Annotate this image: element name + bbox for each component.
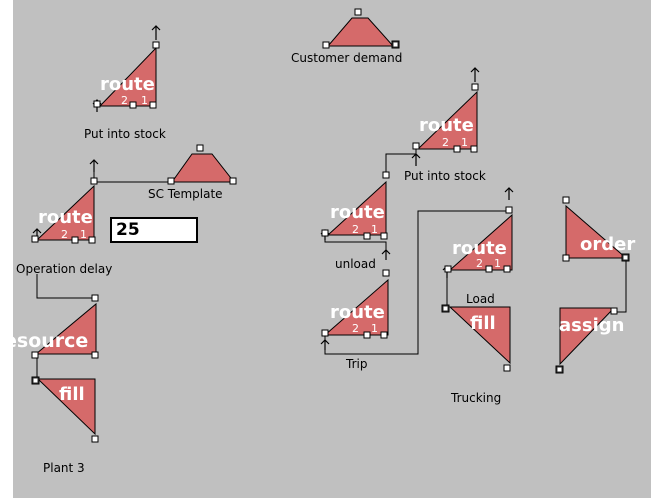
route-port-1: 1 (371, 223, 378, 236)
route-label: route (330, 302, 385, 323)
caption-trip: Trip (345, 357, 367, 371)
diagram-background (13, 0, 651, 498)
connector-resource-delay (36, 274, 93, 299)
route-port-1: 1 (141, 94, 148, 107)
arrow-up-icon (89, 159, 99, 172)
order-label: order (580, 234, 635, 255)
fill-block-truck[interactable]: fill (441, 304, 511, 372)
resource-block[interactable]: esource (4, 294, 99, 359)
route-label: route (330, 202, 385, 223)
caption-put-into-stock-left: Put into stock (84, 127, 166, 141)
delay-value-input[interactable]: 25 (110, 217, 198, 243)
connectors (36, 146, 627, 379)
route-block-stock-right[interactable]: route 2 1 (412, 83, 479, 153)
arrow-up-icon (504, 187, 514, 200)
route-port-2: 2 (61, 228, 68, 241)
route-block-stock-left[interactable]: route 2 1 (93, 41, 160, 109)
route-block-trip[interactable]: route 2 1 (321, 269, 390, 339)
route-port-2: 2 (352, 223, 359, 236)
route-port-1: 1 (80, 228, 87, 241)
arrow-up-icon (381, 249, 391, 260)
route-label: route (419, 115, 474, 136)
assign-block[interactable]: assign (555, 307, 624, 374)
arrow-up-icon (151, 25, 161, 40)
route-port-2: 2 (442, 136, 449, 149)
assign-label: assign (559, 315, 624, 336)
fill-block-plant[interactable]: fill (31, 376, 99, 443)
caption-put-into-stock-right: Put into stock (404, 169, 486, 183)
route-block-unload[interactable]: route 2 1 (321, 171, 390, 240)
order-block[interactable]: order (562, 196, 635, 262)
route-label: route (38, 207, 93, 228)
route-port-1: 1 (494, 257, 501, 270)
connector-order-assign (614, 258, 627, 313)
route-port-1: 1 (461, 136, 468, 149)
route-block-load[interactable]: route 2 1 (444, 206, 513, 273)
arrow-up-icon (470, 67, 480, 82)
resource-label: esource (4, 330, 88, 352)
connector-unload-trip (324, 236, 387, 254)
caption-customer-demand: Customer demand (291, 51, 402, 65)
arrow-up-icon (411, 153, 421, 166)
caption-sc-template: SC Template (148, 187, 223, 201)
caption-load: Load (466, 292, 495, 306)
fill-label: fill (59, 384, 85, 405)
route-port-2: 2 (121, 94, 128, 107)
fill-label: fill (470, 313, 496, 334)
caption-unload: unload (335, 257, 376, 271)
route-port-2: 2 (476, 257, 483, 270)
customer-demand-block[interactable] (322, 8, 400, 49)
route-label: route (100, 74, 155, 95)
caption-plant: Plant 3 (43, 461, 85, 475)
caption-operation-delay: Operation delay (16, 262, 112, 276)
route-port-2: 2 (352, 322, 359, 335)
connector-unload-stock (385, 146, 417, 177)
sc-template-block[interactable] (167, 144, 237, 185)
route-port-1: 1 (371, 322, 378, 335)
caption-trucking: Trucking (450, 391, 501, 405)
arrow-up-icon (320, 339, 330, 350)
route-block-operation-delay[interactable]: route 2 1 (31, 177, 98, 244)
route-label: route (452, 238, 507, 259)
